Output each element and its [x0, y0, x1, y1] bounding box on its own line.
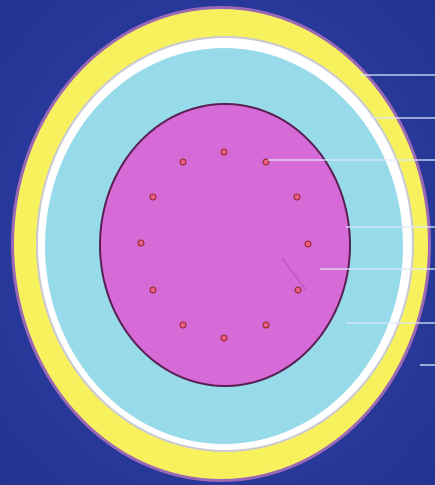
core-dot: [295, 287, 301, 293]
core-dot: [138, 240, 144, 246]
core-dot: [180, 322, 186, 328]
core-dot: [294, 194, 300, 200]
core-dot: [221, 149, 227, 155]
core-dot: [263, 322, 269, 328]
core-dot: [150, 194, 156, 200]
core-dot: [221, 335, 227, 341]
core-dot: [305, 241, 311, 247]
core-dot: [180, 159, 186, 165]
core-dot: [150, 287, 156, 293]
